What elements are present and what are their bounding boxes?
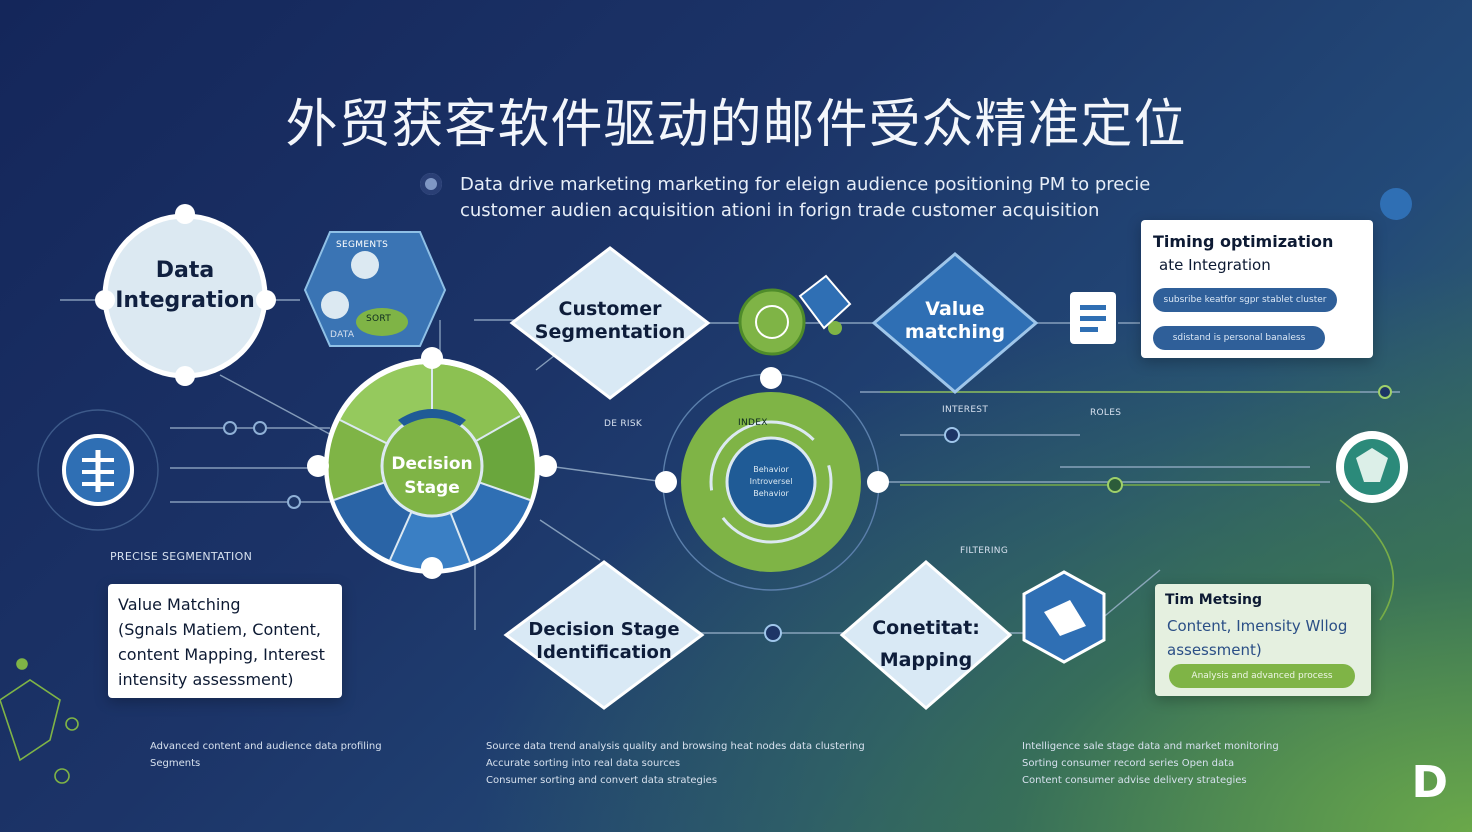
- data-integration-node: [95, 204, 276, 386]
- page-title: 外贸获客软件驱动的邮件受众精准定位: [285, 95, 1187, 155]
- small-label-f: ROLES: [1090, 408, 1122, 418]
- timing-card-title: Timing optimization: [1153, 232, 1334, 251]
- subtitle-line-2: customer audien acquisition ationi in fo…: [460, 200, 1100, 221]
- content-mapping-diamond: [839, 560, 1013, 710]
- document-icon: [1070, 292, 1116, 344]
- small-label-b: SORT: [366, 314, 392, 324]
- brand-logo: D: [1411, 757, 1448, 808]
- features-hexagon: [303, 231, 447, 347]
- footer-column-2: Source data trend analysis quality and b…: [486, 738, 986, 789]
- timing-card-subtitle: ate Integration: [1159, 256, 1271, 274]
- value-matching-card-text: Value Matching (Sgnals Matiem, Content, …: [118, 595, 325, 689]
- customer-segmentation-label: Customer Segmentation: [534, 298, 686, 343]
- subtitle: Data drive marketing marketing for eleig…: [460, 172, 1160, 224]
- footer-2-line-2: Accurate sorting into real data sources: [486, 758, 681, 769]
- behavior-ring: [655, 367, 889, 591]
- small-label-g: FILTERING: [960, 546, 1009, 556]
- footer-1-line-2: Segments: [150, 758, 201, 769]
- connector-dots: [223, 321, 1392, 642]
- timing-matching-card-pill: Analysis and advanced process: [1169, 664, 1355, 688]
- footer-3-line-2: Sorting consumer record series Open data: [1022, 758, 1235, 769]
- small-label-d: DE RISK: [604, 419, 643, 429]
- timing-optimization-card: Timing optimization ate Integration subs…: [1141, 220, 1373, 358]
- footer-column-1: Advanced content and audience data profi…: [150, 738, 460, 772]
- decision-stage-label: Decision Stage: [391, 454, 473, 498]
- subtitle-bullet-icon: [420, 173, 442, 195]
- small-label-c: DATA: [330, 330, 355, 340]
- value-matching-label: Value matching: [904, 298, 1006, 343]
- footer-3-line-3: Content consumer advise delivery strateg…: [1022, 775, 1247, 786]
- network-decor: [0, 658, 79, 784]
- timing-matching-card: Tim Metsing Content, Imensity Wllog asse…: [1155, 584, 1371, 696]
- decision-stage-identification-label: Decision Stage Identification: [528, 619, 680, 663]
- decor-dot: [1380, 188, 1412, 220]
- data-integration-label: Data Integration: [115, 258, 255, 313]
- customer-segmentation-diamond: [509, 246, 711, 400]
- timing-card-pill-2: sdistand is personal banaless: [1153, 326, 1325, 350]
- value-matching-diamond: [871, 252, 1039, 394]
- small-label-a: SEGMENTS: [336, 240, 389, 250]
- footer-2-line-3: Consumer sorting and convert data strate…: [486, 775, 718, 786]
- timing-matching-card-body: Content, Imensity Wllog assessment): [1167, 617, 1348, 659]
- decision-stage-wheel: [307, 347, 557, 579]
- footer-1-line-1: Advanced content and audience data profi…: [150, 741, 382, 752]
- subtitle-line-1: Data drive marketing marketing for eleig…: [460, 174, 1151, 195]
- shield-icon-circle: [1336, 431, 1408, 503]
- footer-2-line-1: Source data trend analysis quality and b…: [486, 741, 865, 752]
- globe-node: [738, 274, 852, 356]
- value-matching-card: Value Matching (Sgnals Matiem, Content, …: [108, 584, 342, 698]
- small-label-e: INDEX: [738, 418, 768, 428]
- filter-icon-circle: [37, 409, 159, 531]
- timing-matching-card-title: Tim Metsing: [1165, 592, 1263, 608]
- behavior-ring-center-label: Behavior Introversel Behavior: [749, 465, 793, 498]
- hexagon-tag-icon: [1022, 570, 1106, 664]
- small-label-h: INTEREST: [942, 405, 989, 415]
- footer-column-3: Intelligence sale stage data and market …: [1022, 738, 1352, 789]
- timing-card-pill-1: subsribe keatfor sgpr stablet cluster: [1153, 288, 1337, 312]
- content-mapping-label: Conetitat: Mapping: [872, 617, 980, 671]
- footer-3-line-1: Intelligence sale stage data and market …: [1022, 741, 1279, 752]
- left-section-label: PRECISE SEGMENTATION: [110, 550, 253, 563]
- decision-stage-identification-diamond: [503, 560, 705, 710]
